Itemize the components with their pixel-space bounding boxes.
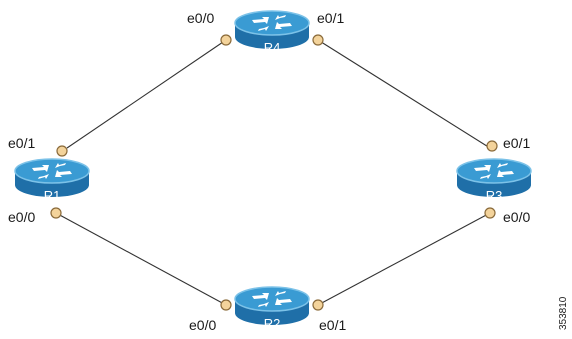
iface-label-r2-e00: e0/0 [189,317,216,333]
router-label-r3: R3 [486,188,503,203]
iface-label-r3-e01: e0/1 [503,135,530,151]
router-label-r4: R4 [264,40,281,55]
link-r4-r1 [66,39,227,149]
iface-label-r1-e01: e0/1 [8,135,35,151]
iface-label-r4-e01: e0/1 [317,10,344,26]
port-dot-icon [484,207,496,219]
port-dot-icon [220,299,232,311]
port-dot-icon [312,34,324,46]
iface-label-r3-e00: e0/0 [503,209,530,225]
router-r1: R1 [14,158,90,203]
port-dot-icon [312,299,324,311]
port-dot-icon [220,34,232,46]
figure-id: 353810 [558,296,569,330]
port-dot-icon [50,207,62,219]
ports [50,34,498,311]
link-r4-r3 [317,39,491,149]
router-r2: R2 [234,286,310,331]
router-r3: R3 [456,158,532,203]
links [55,39,491,306]
iface-label-r1-e00: e0/0 [8,209,35,225]
port-dot-icon [486,140,498,152]
link-r1-r2 [55,212,227,306]
link-r3-r2 [317,212,491,306]
interface-labels: e0/0 e0/1 e0/1 e0/0 e0/1 e0/0 e0/0 e0/1 [8,10,530,333]
router-label-r2: R2 [264,316,281,331]
iface-label-r4-e00: e0/0 [187,10,214,26]
router-label-r1: R1 [44,188,61,203]
port-dot-icon [56,145,68,157]
router-r4: R4 [234,10,310,55]
iface-label-r2-e01: e0/1 [319,317,346,333]
